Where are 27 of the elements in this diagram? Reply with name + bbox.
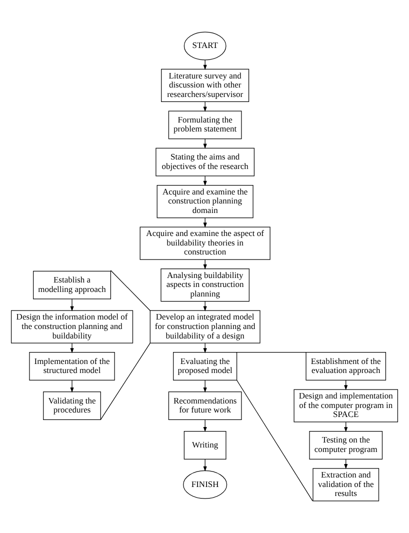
connector xyxy=(100,342,150,420)
node-box: Analysing buildability aspects in construction planning xyxy=(160,268,250,302)
connector xyxy=(236,380,313,502)
node-box: Evaluating the proposed model xyxy=(173,352,238,381)
node-box: Literature survey and discussion with other researchers/supervisor xyxy=(161,68,250,102)
arrow xyxy=(70,298,74,312)
node-box: Testing on the computer program xyxy=(309,430,383,460)
node-box: Establish a modelling approach xyxy=(33,270,111,300)
connector xyxy=(110,270,150,311)
node-box: Formulating the problem statement xyxy=(168,110,242,140)
node-box: Design the information model of the construction planning and buildability xyxy=(10,310,134,344)
node-box: Stating the aims and objectives of the research xyxy=(156,148,255,176)
node-box: Validating the procedures xyxy=(43,392,101,420)
node-box: Acquire and examine the construction planning domain xyxy=(156,184,254,218)
node-box: Writing xyxy=(184,430,226,460)
node-ellipse: FINISH xyxy=(183,470,228,499)
node-box: Develop an integrated model for construction planning and buildability of a design xyxy=(150,310,260,344)
connector xyxy=(236,352,306,353)
node-box: Design and implementation of the computer program in SPACE xyxy=(294,389,398,422)
node-box: Extraction and validation of the results xyxy=(312,468,380,502)
arrow xyxy=(70,380,74,393)
node-box: Acquire and examine the aspect of buildability theories in construction xyxy=(140,226,270,260)
node-ellipse: START xyxy=(184,32,226,60)
node-box: Establishment of the evaluation approach xyxy=(306,352,386,381)
node-box: Implementation of the structured model xyxy=(29,352,115,381)
arrow xyxy=(70,342,74,354)
node-box: Recommendations for future work xyxy=(168,392,242,420)
